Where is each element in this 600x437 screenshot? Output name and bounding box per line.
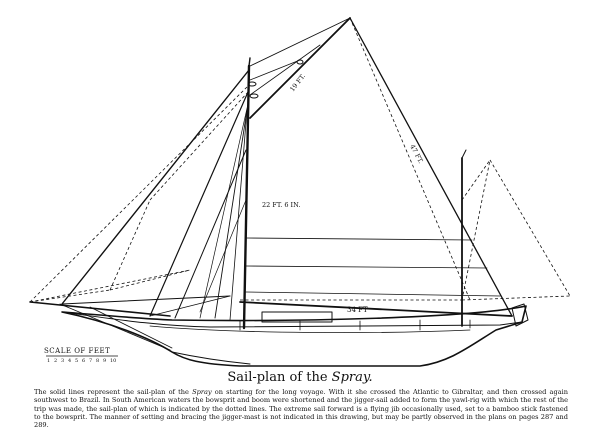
flying-jib-leech-dotted — [109, 199, 151, 291]
jigger-sail-leech — [489, 159, 571, 297]
shroud-3 — [199, 103, 249, 319]
mast-length-label: 22 FT. 6 IN. — [262, 201, 300, 209]
gaff-length-label: 19 FT. — [288, 72, 307, 93]
scale-n8: 8 — [96, 358, 99, 364]
bobstay-2 — [89, 306, 173, 349]
mast-top — [248, 57, 251, 67]
jigger-flag — [461, 149, 467, 159]
rail-line — [149, 325, 471, 334]
mast-hoop — [249, 93, 259, 99]
bobstay — [59, 303, 171, 351]
boom — [239, 301, 513, 317]
sheer-line — [61, 311, 523, 328]
scale-n2: 2 — [54, 358, 57, 364]
caption-title: Sail-plan of the Spray. — [0, 370, 600, 385]
jigger-sail-foot — [461, 295, 571, 301]
gaff — [249, 17, 351, 119]
dotted-leech-2 — [349, 17, 471, 301]
dotted-stay — [149, 91, 249, 201]
mainsail-leech — [349, 17, 513, 317]
dotted-jib-3 — [109, 269, 191, 291]
gaff-block — [296, 59, 304, 65]
caption-title-ship: Spray. — [331, 370, 373, 385]
topsail-luff — [249, 17, 351, 67]
jib-stay — [61, 69, 250, 305]
reef-line-1 — [245, 237, 473, 241]
jigger-sail-luff — [461, 159, 491, 301]
caption-title-text: Sail-plan of the — [227, 370, 332, 385]
dotted-jib-2 — [29, 269, 191, 303]
boom-length-label: 34 FT — [347, 306, 368, 314]
shroud-4 — [199, 199, 247, 313]
forestay — [149, 91, 249, 317]
shroud-1 — [214, 109, 248, 319]
scale-n3: 3 — [61, 358, 64, 364]
staysail-leech — [174, 149, 247, 319]
reef-line-2 — [245, 265, 488, 269]
flying-jib-dotted — [29, 85, 249, 303]
shroud-2 — [229, 109, 248, 321]
caption-body: The solid lines represent the sail-plan … — [34, 388, 568, 429]
scale-n9: 9 — [103, 358, 106, 364]
scale-n4: 4 — [68, 358, 71, 364]
scale-n5: 5 — [75, 358, 78, 364]
scale-n1: 1 — [47, 358, 50, 364]
flying-jib-foot-dotted — [29, 289, 111, 303]
reef-line-3 — [245, 291, 501, 297]
rudder — [511, 303, 529, 327]
scale-of-feet: SCALE OF FEET 1 2 3 4 5 6 7 8 9 10 — [44, 347, 118, 364]
hull — [61, 305, 527, 367]
jib-sheet — [149, 295, 231, 317]
mast-hoop-2 — [247, 81, 257, 87]
scale-n10: 10 — [110, 358, 116, 364]
keel — [171, 351, 251, 365]
scale-n7: 7 — [89, 358, 92, 364]
caption-text-1: The solid lines represent the sail-plan … — [34, 388, 193, 396]
jigger-sail-diag — [461, 159, 491, 201]
scale-title: SCALE OF FEET — [44, 347, 110, 355]
peak-halyard — [249, 59, 301, 81]
main-mast — [242, 64, 251, 330]
caption-ship-name: Spray — [192, 388, 212, 396]
peak-halyard-2 — [249, 44, 321, 96]
bowsprit — [29, 301, 171, 317]
cabin-house — [261, 311, 333, 323]
jib-foot — [61, 295, 231, 305]
scale-n6: 6 — [82, 358, 85, 364]
caption-text-2: on starting for the long voyage. With it… — [34, 388, 568, 430]
